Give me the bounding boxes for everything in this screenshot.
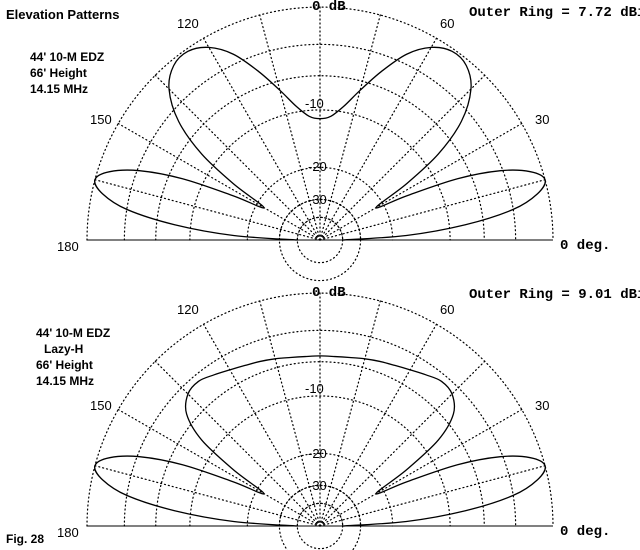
bottom-grid-ring	[296, 502, 344, 527]
top-grid-ring	[189, 109, 451, 241]
bottom-ring-label-10: -10	[305, 381, 324, 396]
bottom-grid-ring	[155, 361, 485, 527]
figure-title: Elevation Patterns	[6, 7, 120, 22]
bottom-antenna-line: 44' 10-M EDZ	[36, 326, 111, 340]
bottom-angle-label-120: 120	[177, 302, 199, 317]
top-angle-label-180: 180	[57, 239, 79, 254]
top-ring-label-30: -30	[308, 192, 327, 207]
top-grid-spoke	[319, 37, 438, 241]
bottom-grid-spoke	[259, 300, 321, 527]
bottom-grid-spoke	[319, 323, 438, 527]
top-antenna-line: 66' Height	[30, 66, 87, 80]
top-angle-label-120: 120	[177, 16, 199, 31]
top-antenna-line: 14.15 MHz	[30, 82, 89, 96]
bottom-antenna-line: Lazy-H	[44, 342, 84, 356]
bottom-angle-label-150: 150	[90, 398, 112, 413]
top-grid-spoke	[319, 74, 486, 241]
top-grid-spoke	[154, 74, 321, 241]
bottom-grid-spoke	[202, 323, 321, 527]
bottom-grid-spoke	[319, 408, 523, 527]
top-ring-label-0db: 0 dB	[312, 0, 346, 15]
bottom-grid-spoke	[319, 465, 546, 527]
bottom-pattern-trace	[94, 355, 546, 527]
top-grid-ring	[246, 167, 394, 241]
bottom-ring-label-20: -20	[308, 446, 327, 461]
top-pattern-trace	[94, 46, 546, 241]
bottom-angle-label-0: 0 deg.	[560, 524, 611, 540]
figure-caption: Fig. 28	[6, 532, 45, 546]
top-ring-label-10: -10	[305, 96, 324, 111]
top-grid-ring	[86, 6, 554, 241]
bottom-antenna-line: 66' Height	[36, 358, 93, 372]
top-angle-label-60: 60	[440, 16, 455, 31]
bottom-grid-ring	[86, 292, 554, 527]
bottom-grid-spoke	[319, 360, 486, 527]
top-angle-label-0: 0 deg.	[560, 238, 611, 254]
top-outer-ring-label: Outer Ring = 7.72 dBi	[469, 5, 640, 21]
bottom-antenna-line: 14.15 MHz	[36, 374, 95, 388]
bottom-grid-ring	[246, 453, 394, 527]
top-angle-label-30: 30	[535, 112, 550, 127]
top-grid-spoke	[94, 179, 321, 241]
bottom-grid-spoke	[154, 360, 321, 527]
top-grid-spoke	[259, 14, 321, 241]
bottom-outer-ring-label: Outer Ring = 9.01 dBi	[469, 287, 640, 303]
top-grid-ring	[155, 75, 485, 241]
bottom-grid-spoke	[319, 300, 381, 527]
top-grid-ring	[123, 43, 517, 241]
top-antenna-line: 44' 10-M EDZ	[30, 50, 105, 64]
bottom-angle-label-180: 180	[57, 525, 79, 540]
top-grid-spoke	[202, 37, 321, 241]
bottom-grid-ring	[123, 329, 517, 527]
top-grid-ring	[296, 216, 344, 241]
bottom-grid-ring	[189, 395, 451, 527]
top-grid-spoke	[319, 179, 546, 241]
bottom-ring-label-30: -30	[308, 478, 327, 493]
top-grid-spoke	[319, 14, 381, 241]
bottom-angle-label-30: 30	[535, 398, 550, 413]
top-grid-spoke	[319, 122, 523, 241]
bottom-grid-spoke	[117, 408, 321, 527]
bottom-ring-label-0db: 0 dB	[312, 285, 346, 301]
bottom-grid-spoke	[94, 465, 321, 527]
top-angle-label-150: 150	[90, 112, 112, 127]
top-ring-label-20: -20	[308, 159, 327, 174]
bottom-angle-label-60: 60	[440, 302, 455, 317]
top-grid-spoke	[117, 122, 321, 241]
